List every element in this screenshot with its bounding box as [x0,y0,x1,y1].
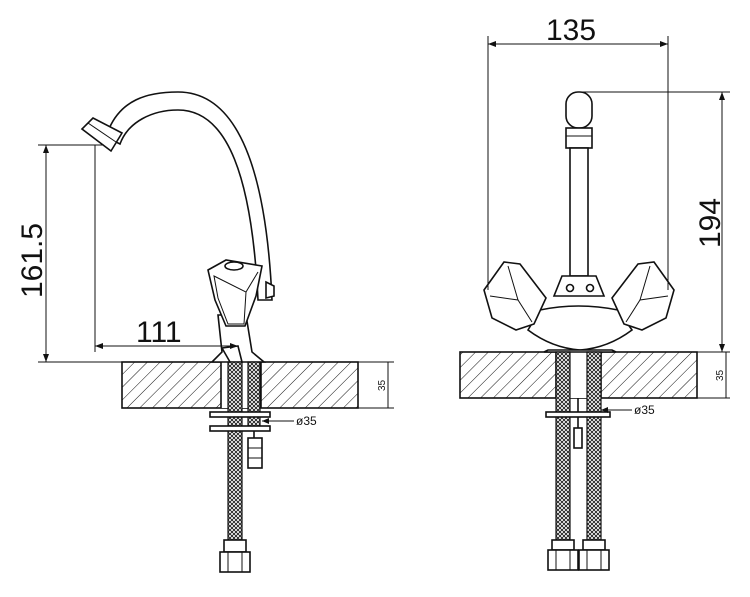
front-left-handle [483,261,547,331]
front-supply-pipes [545,351,611,571]
front-view: 135 194 35 ø35 [459,14,730,571]
front-countertop [459,351,698,399]
side-view: 161.5 111 35 ø35 [16,91,394,573]
front-body [526,305,634,353]
side-height-label: 161.5 [16,223,49,298]
front-spout [552,91,606,297]
side-spout [80,91,273,301]
side-reach-label: 111 [136,316,182,349]
front-dimension-lines [487,36,730,413]
front-hole-diameter-label: ø35 [634,403,655,417]
front-height-label: 194 [694,198,727,248]
side-supply-pipes [209,361,271,573]
side-hole-diameter-label: ø35 [296,414,317,428]
front-right-handle [611,261,675,331]
side-dimension-lines [38,144,394,424]
front-width-label: 135 [546,14,596,47]
side-deck-thickness-label: 35 [377,379,388,391]
side-body [207,259,275,363]
front-deck-thickness-label: 35 [715,369,726,381]
